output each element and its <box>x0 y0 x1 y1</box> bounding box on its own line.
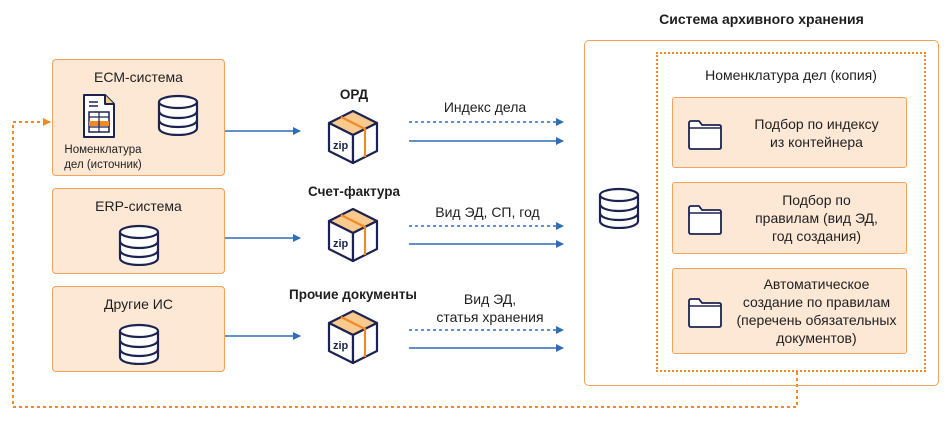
zip-package-icon: zip <box>327 207 379 263</box>
database-icon <box>118 224 160 266</box>
source-title: ERP-система <box>95 198 182 214</box>
source-title: ЕСМ-система <box>94 69 183 85</box>
zip-label: zip <box>333 340 349 352</box>
zip-package-icon: zip <box>327 309 379 365</box>
flow-label: Индекс дела <box>443 99 527 115</box>
package-title: Счет-фактура <box>308 184 400 199</box>
database-icon <box>598 187 640 229</box>
flow-label: Вид ЭД, статья хранения <box>436 291 544 325</box>
rule-label: Автоматическое создание по правилам (пер… <box>736 276 897 346</box>
source-other-systems: Другие ИС <box>52 286 225 372</box>
source-title: Другие ИС <box>104 296 173 312</box>
zip-label: zip <box>333 238 349 250</box>
flow-label: Вид ЭД, СП, год <box>435 204 540 220</box>
nomenclature-title: Номенклатура дел (копия) <box>705 67 877 83</box>
zip-label: zip <box>333 140 349 152</box>
database-icon <box>118 323 160 365</box>
archive-title: Система архивного хранения <box>659 11 864 27</box>
rule-auto-creation: Автоматическое создание по правилам (пер… <box>672 268 907 354</box>
folder-icon <box>688 120 722 150</box>
nomenclature-copy-box <box>656 52 926 372</box>
folder-icon <box>688 298 722 328</box>
rule-index-selection: Подбор по индексу из контейнера <box>672 97 907 168</box>
feedback-loop-line <box>12 118 798 408</box>
folder-icon <box>688 205 722 235</box>
database-icon <box>157 94 199 136</box>
package-title: ОРД <box>339 87 369 102</box>
document-caption: Номенклатура дел (источник) <box>64 144 142 171</box>
rule-label: Подбор по правилам (вид ЭД, год создания… <box>755 192 878 244</box>
zip-package-icon: zip <box>327 109 379 165</box>
source-erp-system: ERP-система <box>52 188 225 274</box>
rule-by-rules-selection: Подбор по правилам (вид ЭД, год создания… <box>672 182 907 254</box>
rule-label: Подбор по индексу из контейнера <box>754 115 879 150</box>
document-table-icon <box>83 94 115 138</box>
package-title: Прочие документы <box>289 287 417 302</box>
archive-system-box <box>584 40 939 386</box>
source-ecm-system: ЕСМ-система Номенклатура дел (источник) <box>52 59 225 176</box>
